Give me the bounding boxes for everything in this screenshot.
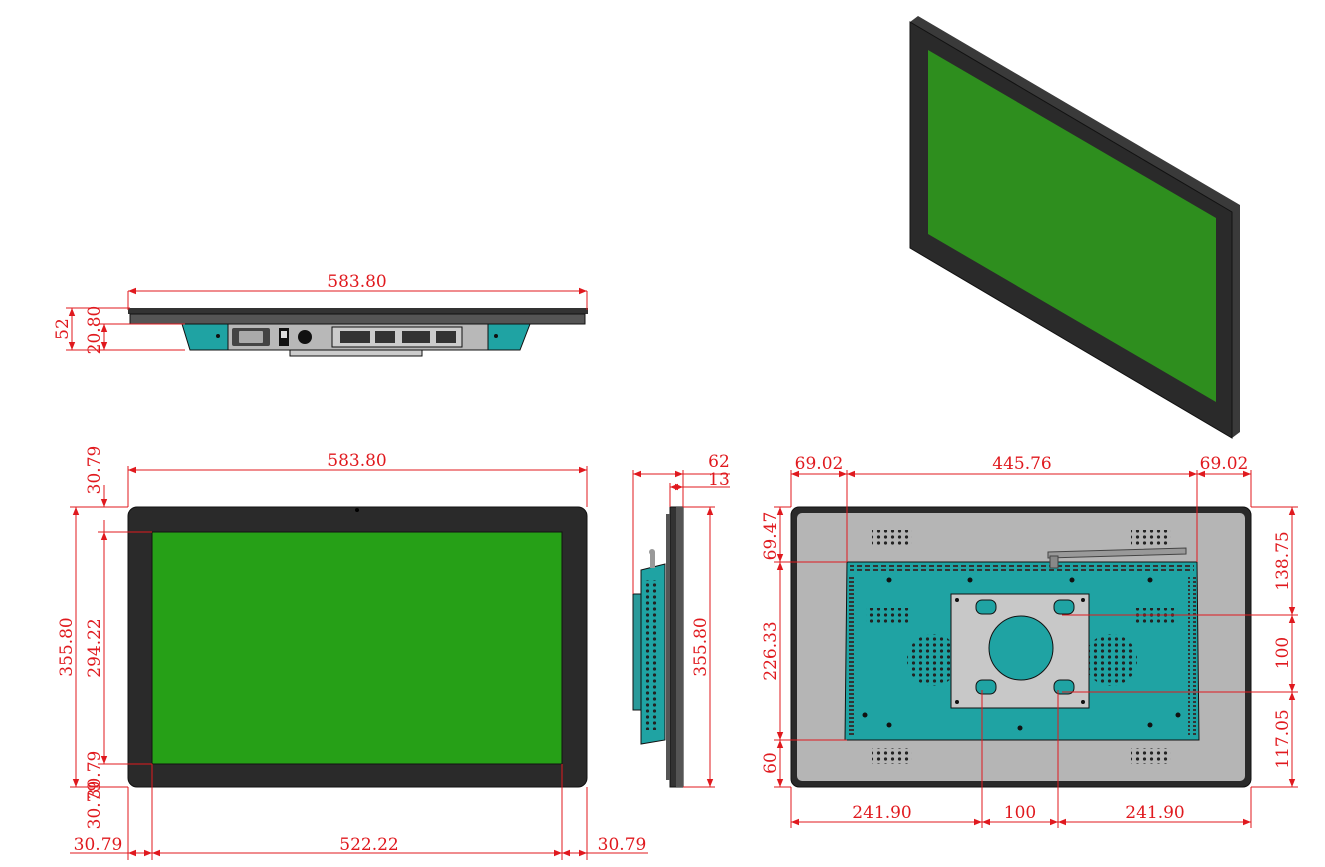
rocker-switch-icon bbox=[279, 328, 289, 346]
dim-top-depth-total: 52 bbox=[53, 318, 73, 340]
dim-back-housing-height: 226.33 bbox=[761, 621, 781, 680]
front-view bbox=[127, 506, 588, 788]
dim-back-left-margin: 69.02 bbox=[795, 454, 844, 474]
dc-jack bbox=[298, 330, 312, 344]
dim-front-screen-width: 522.22 bbox=[339, 835, 398, 855]
dim-top-width: 583.80 bbox=[327, 272, 386, 292]
power-socket-icon bbox=[232, 328, 270, 346]
dimensions bbox=[66, 287, 1298, 860]
dim-front-height: 355.80 bbox=[57, 617, 77, 676]
speaker-right bbox=[1085, 634, 1137, 686]
port-lan bbox=[340, 331, 370, 343]
back-view bbox=[790, 506, 1252, 788]
dim-back-vesa-right: 241.90 bbox=[1125, 803, 1184, 823]
vesa-hole bbox=[988, 615, 1054, 681]
port-vga bbox=[402, 331, 430, 343]
vent-grill bbox=[1131, 530, 1171, 546]
top-frame bbox=[129, 313, 586, 325]
dim-front-bezel-left: 30.79 bbox=[74, 835, 123, 855]
dim-front-width: 583.80 bbox=[327, 451, 386, 471]
dim-front-bezel-bottom-2: 30.79 bbox=[85, 781, 105, 830]
front-screen bbox=[151, 531, 563, 765]
speaker-left bbox=[907, 634, 959, 686]
camera bbox=[355, 508, 359, 512]
dim-top-depth-frame: 20.80 bbox=[85, 306, 105, 355]
dim-back-right-margin: 69.02 bbox=[1200, 454, 1249, 474]
dim-front-bezel-right: 30.79 bbox=[598, 835, 647, 855]
dim-front-bezel-top: 30.79 bbox=[85, 446, 105, 495]
dim-back-housing-width: 445.76 bbox=[992, 454, 1051, 474]
dimension-labels: 583.80 52 20.80 583.80 30.79 355.80 294.… bbox=[53, 272, 1293, 855]
top-frame-strip bbox=[128, 308, 588, 314]
vent-grill bbox=[872, 530, 912, 546]
top-stand bbox=[289, 349, 423, 357]
side-vents bbox=[644, 580, 658, 730]
top-view bbox=[128, 308, 588, 357]
dim-back-vesa-pitch-v: 100 bbox=[1273, 637, 1293, 669]
vesa-slots bbox=[975, 599, 1075, 695]
wifi-antenna-icon bbox=[1047, 547, 1187, 569]
dim-back-vesa-bottom: 117.05 bbox=[1273, 709, 1293, 768]
dim-back-vesa-left: 241.90 bbox=[852, 803, 911, 823]
dim-back-bottom-offset: 60 bbox=[761, 752, 781, 774]
wifi-antenna-icon bbox=[650, 552, 655, 568]
isometric-view bbox=[909, 16, 1240, 439]
vent-grill bbox=[872, 748, 912, 764]
port-usb bbox=[375, 331, 395, 343]
dim-side-depth: 62 bbox=[708, 452, 730, 472]
vent-grill bbox=[1131, 748, 1171, 764]
dim-side-height: 355.80 bbox=[691, 617, 711, 676]
dim-front-screen-height: 294.22 bbox=[85, 618, 105, 677]
dim-back-top-offset: 69.47 bbox=[761, 512, 781, 561]
dim-front-bezel-bottom: 30.79 bbox=[85, 751, 105, 800]
dim-side-frame: 13 bbox=[708, 470, 730, 490]
side-view bbox=[632, 506, 684, 788]
port-hdmi bbox=[436, 331, 456, 343]
dim-back-vesa-top: 138.75 bbox=[1273, 531, 1293, 590]
iso-screen bbox=[928, 50, 1216, 402]
dim-back-vesa-pitch-h: 100 bbox=[1004, 803, 1036, 823]
